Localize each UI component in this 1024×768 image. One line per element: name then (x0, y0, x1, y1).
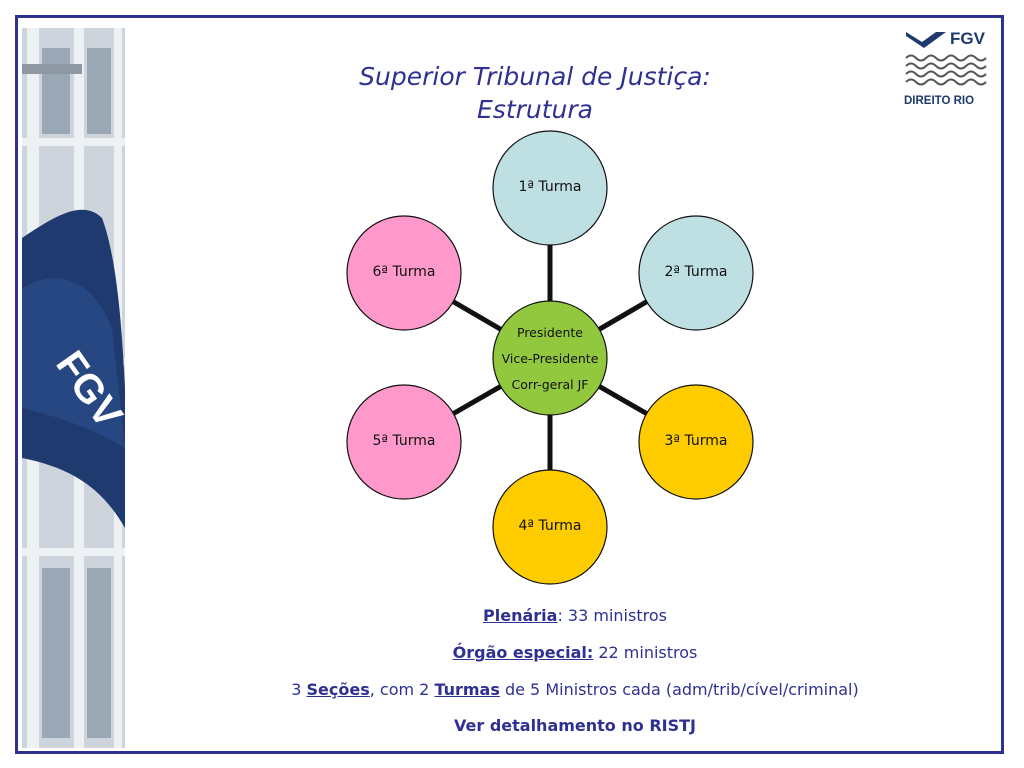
turmas-label: Turmas (434, 680, 500, 699)
secoes-line: 3 Seções, com 2 Turmas de 5 Ministros ca… (130, 680, 1020, 699)
center-line-corregedor: Corr-geral JF (511, 377, 589, 392)
secoes-label: Seções (306, 680, 370, 699)
turma-node-3 (638, 384, 754, 500)
turma-node-5 (346, 384, 462, 500)
turma-node-1 (492, 130, 608, 246)
turma-label-6: 6ª Turma (372, 264, 436, 280)
page-title: Superior Tribunal de Justiça: Estrutura (270, 60, 800, 126)
turma-label-3: 3ª Turma (664, 433, 728, 449)
orgao-label: Órgão especial: (452, 643, 594, 662)
title-line-1: Superior Tribunal de Justiça: (359, 62, 711, 91)
turma-label-4: 4ª Turma (518, 518, 582, 534)
plenaria-line: Plenária: 33 ministros (130, 606, 1020, 625)
turma-node-2 (638, 215, 754, 331)
turma-label-5: 5ª Turma (372, 433, 436, 449)
turma-node-4 (492, 469, 608, 585)
center-line-presidente: Presidente (517, 325, 583, 340)
secoes-mid: , com 2 (369, 680, 435, 699)
center-label: Presidente Vice-Presidente Corr-geral JF (491, 320, 609, 398)
plenaria-value: : 33 ministros (557, 606, 667, 625)
center-line-vice-presidente: Vice-Presidente (501, 351, 599, 366)
logo-subtitle: DIREITO RIO (904, 95, 974, 107)
ristj-line: Ver detalhamento no RISTJ (454, 716, 696, 735)
fgv-direito-rio-logo: FGV DIREITO RIO (902, 28, 992, 110)
plenaria-label: Plenária (483, 606, 558, 625)
orgao-especial-line: Órgão especial: 22 ministros (130, 643, 1020, 662)
secoes-suffix: de 5 Ministros cada (adm/trib/cível/crim… (499, 680, 859, 699)
turma-label-2: 2ª Turma (664, 264, 728, 280)
slide-frame (15, 15, 1004, 754)
secoes-prefix: 3 (291, 680, 307, 699)
title-line-2: Estrutura (477, 95, 593, 124)
structure-diagram: 1ª Turma 2ª Turma 3ª Turma 4ª Turma 5ª T… (330, 130, 770, 590)
center-node (492, 300, 608, 416)
turma-label-1: 1ª Turma (518, 179, 582, 195)
logo-brand: FGV (950, 29, 986, 48)
building-flag-photo: FGV (22, 28, 125, 748)
orgao-value: 22 ministros (593, 643, 698, 662)
turma-node-6 (346, 215, 462, 331)
